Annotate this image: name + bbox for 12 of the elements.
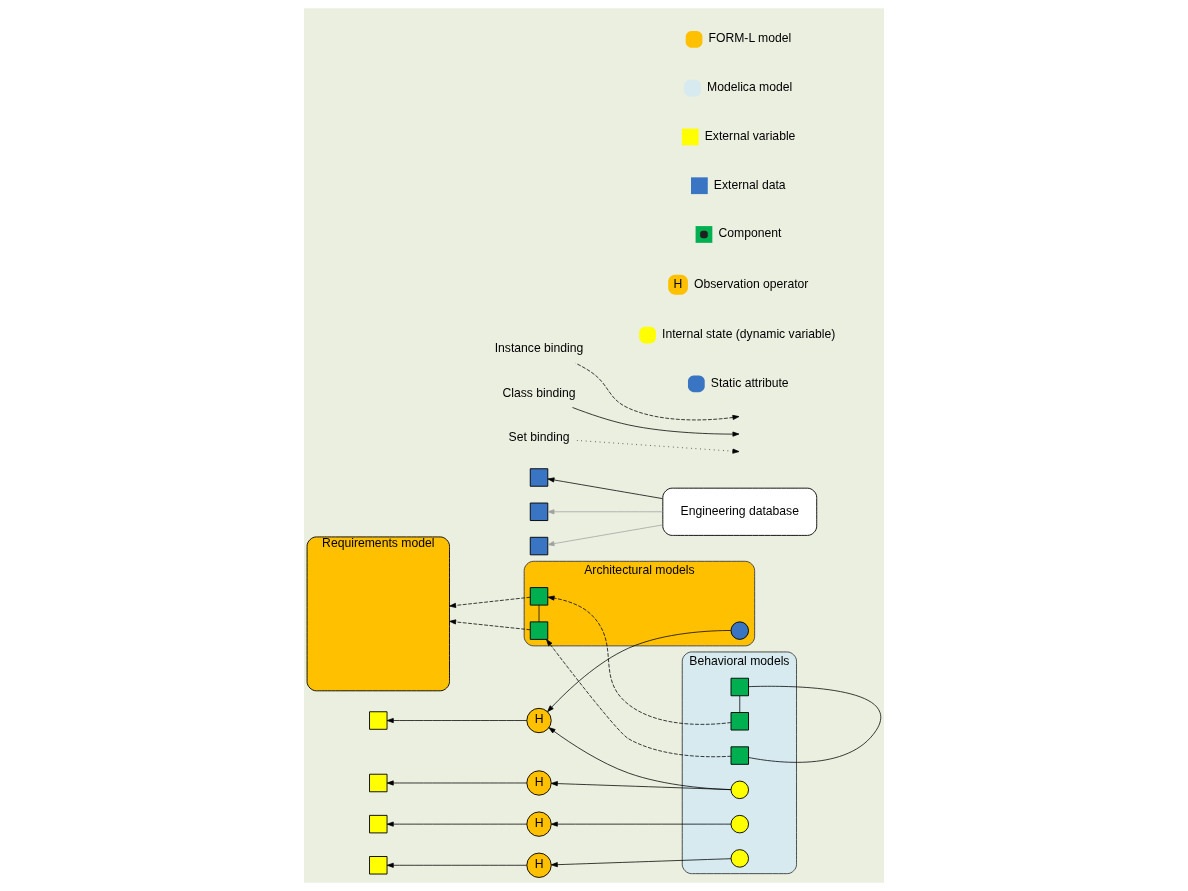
legend-label: External data	[713, 177, 786, 192]
legend-label: Modelica model	[707, 80, 793, 95]
legend-label: External variable	[704, 128, 796, 143]
legend-label: FORM-L model	[708, 31, 792, 46]
legend-label: Component	[718, 226, 782, 241]
legend-label: Internal state (dynamic variable)	[662, 326, 836, 341]
legend-label: Class binding	[502, 385, 576, 400]
legend-label: Set binding	[508, 429, 570, 444]
legend-label: Observation operator	[694, 276, 809, 291]
label: H	[673, 276, 683, 291]
legend-label: Instance binding	[494, 341, 584, 356]
legend-label: Static attribute	[710, 375, 789, 390]
